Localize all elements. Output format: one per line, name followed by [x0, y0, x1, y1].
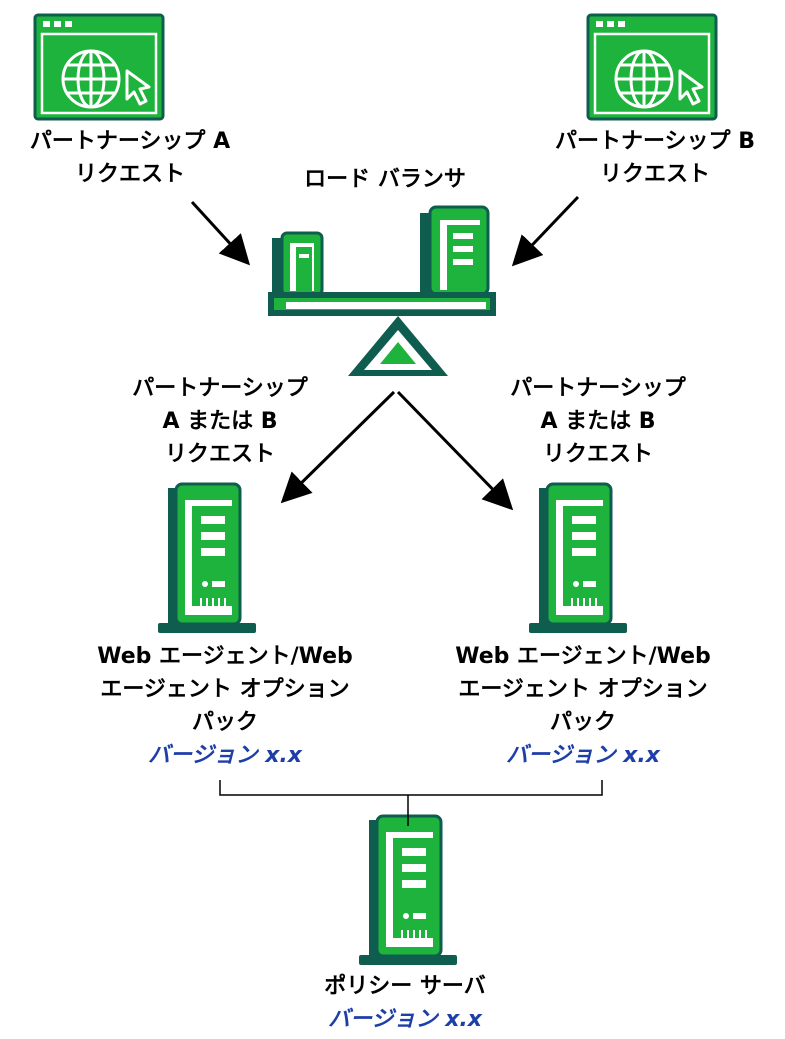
policy-server-name: ポリシー サーバ [324, 974, 486, 999]
routed-right-line-2: A または B [540, 409, 656, 434]
policy-server-version: バージョン x.x [328, 1007, 482, 1032]
arrow-balancer-to-left-agent [280, 390, 396, 504]
web-agent-right-server-icon [527, 482, 629, 635]
agent-right-line-1: Web エージェント/Web [455, 644, 711, 669]
agent-right-version: バージョン x.x [506, 743, 660, 768]
partner-a-line-1: パートナーシップ A [29, 129, 231, 154]
web-agent-right-label: Web エージェント/Web エージェント オプション パック バージョン x.… [433, 640, 733, 772]
routed-left-line-2: A または B [162, 409, 278, 434]
agent-left-version: バージョン x.x [148, 743, 302, 768]
web-agent-left-label: Web エージェント/Web エージェント オプション パック バージョン x.… [75, 640, 375, 772]
partner-b-browser-icon [586, 13, 718, 121]
routed-request-label-left: パートナーシップ A または B リクエスト [90, 372, 350, 471]
agent-left-line-2: エージェント オプション [100, 677, 350, 702]
agent-left-line-3: パック [191, 710, 258, 735]
arrow-partner-b-to-balancer [511, 195, 580, 267]
arrow-partner-a-to-balancer [190, 200, 251, 266]
web-agent-left-server-icon [156, 482, 258, 635]
agent-right-line-2: エージェント オプション [458, 677, 708, 702]
arrow-balancer-to-right-agent [396, 390, 514, 511]
policy-server-label: ポリシー サーバ バージョン x.x [270, 970, 540, 1036]
partner-b-request-label: パートナーシップ B リクエスト [525, 125, 785, 191]
agents-connector-line [219, 780, 603, 796]
routed-right-line-3: リクエスト [542, 442, 653, 467]
routed-right-line-1: パートナーシップ [510, 376, 686, 401]
policy-server-icon [357, 814, 459, 967]
partner-a-request-label: パートナーシップ A リクエスト [0, 125, 260, 191]
load-balancer-icon [268, 205, 496, 376]
partner-b-line-1: パートナーシップ B [555, 129, 755, 154]
partner-b-line-2: リクエスト [599, 162, 710, 187]
agent-left-line-1: Web エージェント/Web [97, 644, 353, 669]
routed-request-label-right: パートナーシップ A または B リクエスト [468, 372, 728, 471]
routed-left-line-3: リクエスト [164, 442, 275, 467]
routed-left-line-1: パートナーシップ [132, 376, 308, 401]
partner-a-line-2: リクエスト [74, 162, 185, 187]
load-balancer-label: ロード バランサ [304, 167, 466, 192]
partner-a-browser-icon [33, 13, 165, 121]
agent-right-line-3: パック [549, 710, 616, 735]
